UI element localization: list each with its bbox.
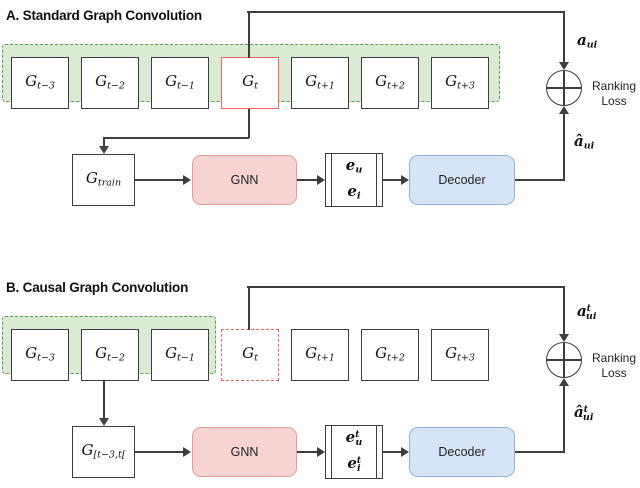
embedding-item-label: ei — [347, 182, 361, 203]
embedding-divider-right — [375, 154, 377, 206]
ranking-loss-line1: Ranking — [592, 351, 637, 365]
graph-snapshot-label: Gt — [242, 72, 258, 93]
decoder-box[interactable]: Decoder — [409, 427, 515, 477]
sum-circle-operator — [546, 342, 582, 378]
ranking-loss-line1: Ranking — [592, 79, 637, 93]
train-graph-box: Gtrain — [72, 154, 135, 206]
connector-into-train — [103, 137, 105, 149]
graph-snapshot-t-3: Gt−3 — [11, 329, 69, 381]
graph-snapshot-t+2: Gt+2 — [361, 57, 419, 109]
arrowhead-to-sum-top — [559, 334, 569, 342]
graph-snapshot-label: Gt+3 — [445, 72, 475, 93]
panel-b-title: B. Causal Graph Convolution — [6, 280, 189, 295]
graph-snapshot-label: Gt−2 — [95, 72, 125, 93]
graph-snapshot-t+3: Gt+3 — [431, 57, 489, 109]
connector-decoder-out — [515, 179, 565, 181]
connector-pred-up — [563, 385, 565, 452]
connector-train-to-gnn — [135, 179, 184, 181]
graph-snapshot-label: Gt−1 — [165, 344, 195, 365]
panel-causal-graph-convolution: B. Causal Graph Convolution Gt−3 Gt−2 Gt… — [0, 244, 640, 488]
embedding-user-label: eu — [345, 156, 363, 177]
ranking-loss-label: Ranking Loss — [592, 79, 636, 109]
gnn-box[interactable]: GNN — [192, 427, 297, 477]
graph-snapshot-t-2: Gt−2 — [81, 57, 139, 109]
embedding-divider-left — [331, 154, 333, 206]
label-target-score: aui — [577, 31, 598, 51]
graph-snapshot-label: Gt−1 — [165, 72, 195, 93]
decoder-box[interactable]: Decoder — [409, 155, 515, 205]
ranking-loss-label: Ranking Loss — [592, 351, 636, 381]
arrowhead-into-gnn — [183, 447, 191, 457]
sum-cross-vertical — [563, 71, 565, 105]
arrowhead-into-gnn — [183, 175, 191, 185]
connector-sum-down — [563, 286, 565, 335]
embedding-item-label: eti — [347, 454, 362, 475]
graph-snapshot-t-2: Gt−2 — [81, 329, 139, 381]
arrowhead-into-decoder — [401, 447, 409, 457]
arrowhead-into-embeddings — [317, 447, 325, 457]
ranking-loss-line2: Loss — [601, 366, 627, 380]
connector-embeddings-to-decoder — [383, 179, 402, 181]
arrowhead-to-sum-top — [559, 62, 569, 70]
train-graph-box: G[t−3,t[ — [72, 426, 135, 478]
graph-snapshot-t+1: Gt+1 — [291, 329, 349, 381]
arrowhead-into-decoder — [401, 175, 409, 185]
train-graph-label: G[t−3,t[ — [81, 441, 126, 462]
connector-top-to-sum — [247, 286, 565, 288]
graph-snapshot-label: Gt−3 — [25, 72, 55, 93]
graph-snapshot-label: Gt+2 — [375, 72, 405, 93]
label-predicted-score: âui — [574, 132, 595, 152]
graph-snapshot-label: Gt — [242, 344, 258, 365]
graph-snapshot-t-3: Gt−3 — [11, 57, 69, 109]
graph-snapshot-label: Gt+2 — [375, 344, 405, 365]
panel-standard-graph-convolution: A. Standard Graph Convolution Gt−3 Gt−2 … — [2, 8, 636, 207]
graph-snapshot-t-1: Gt−1 — [151, 329, 209, 381]
arrowhead-into-embeddings — [317, 175, 325, 185]
graph-snapshot-t-current: Gt — [221, 57, 279, 109]
panel-a-title: A. Standard Graph Convolution — [6, 8, 202, 23]
ranking-loss-line2: Loss — [601, 94, 627, 108]
embeddings-box: eu ei — [325, 153, 383, 207]
connector-gt-up — [248, 11, 250, 58]
connector-decoder-out — [515, 451, 565, 453]
connector-train-to-gnn — [135, 451, 184, 453]
gnn-box[interactable]: GNN — [192, 155, 297, 205]
connector-gnn-to-embeddings — [297, 451, 319, 453]
graph-snapshot-label: Gt+3 — [445, 344, 475, 365]
sum-cross-vertical — [563, 343, 565, 377]
graph-snapshot-t-current: Gt — [221, 329, 279, 381]
arrowhead-to-sum-bottom — [559, 378, 569, 386]
graph-snapshot-label: Gt−2 — [95, 344, 125, 365]
embedding-divider-right — [375, 426, 377, 478]
arrowhead-to-sum-bottom — [559, 106, 569, 114]
embeddings-box: etu eti — [325, 425, 383, 479]
graph-snapshot-t+3: Gt+3 — [431, 329, 489, 381]
connector-sum-down — [563, 11, 565, 63]
connector-gt-up — [248, 286, 250, 330]
embedding-user-label: etu — [345, 428, 363, 449]
sum-circle-operator — [546, 70, 582, 106]
connector-embeddings-to-decoder — [383, 451, 402, 453]
embedding-divider-left — [331, 426, 333, 478]
label-target-score: atui — [577, 302, 597, 322]
connector-gt-down — [248, 109, 250, 138]
label-predicted-score: âtui — [574, 403, 594, 423]
connector-gnn-to-embeddings — [297, 179, 319, 181]
arrowhead-into-train — [99, 146, 109, 154]
connector-to-train-left — [103, 137, 249, 139]
graph-snapshot-label: Gt−3 — [25, 344, 55, 365]
connector-pred-up — [563, 113, 565, 180]
graph-snapshot-label: Gt+1 — [305, 72, 335, 93]
connector-top-to-sum — [247, 11, 565, 13]
train-graph-label: Gtrain — [85, 169, 122, 190]
graph-snapshot-t+2: Gt+2 — [361, 329, 419, 381]
graph-snapshot-t-1: Gt−1 — [151, 57, 209, 109]
connector-band-to-train — [103, 381, 105, 421]
graph-snapshot-label: Gt+1 — [305, 344, 335, 365]
graph-snapshot-t+1: Gt+1 — [291, 57, 349, 109]
arrowhead-into-train — [99, 418, 109, 426]
